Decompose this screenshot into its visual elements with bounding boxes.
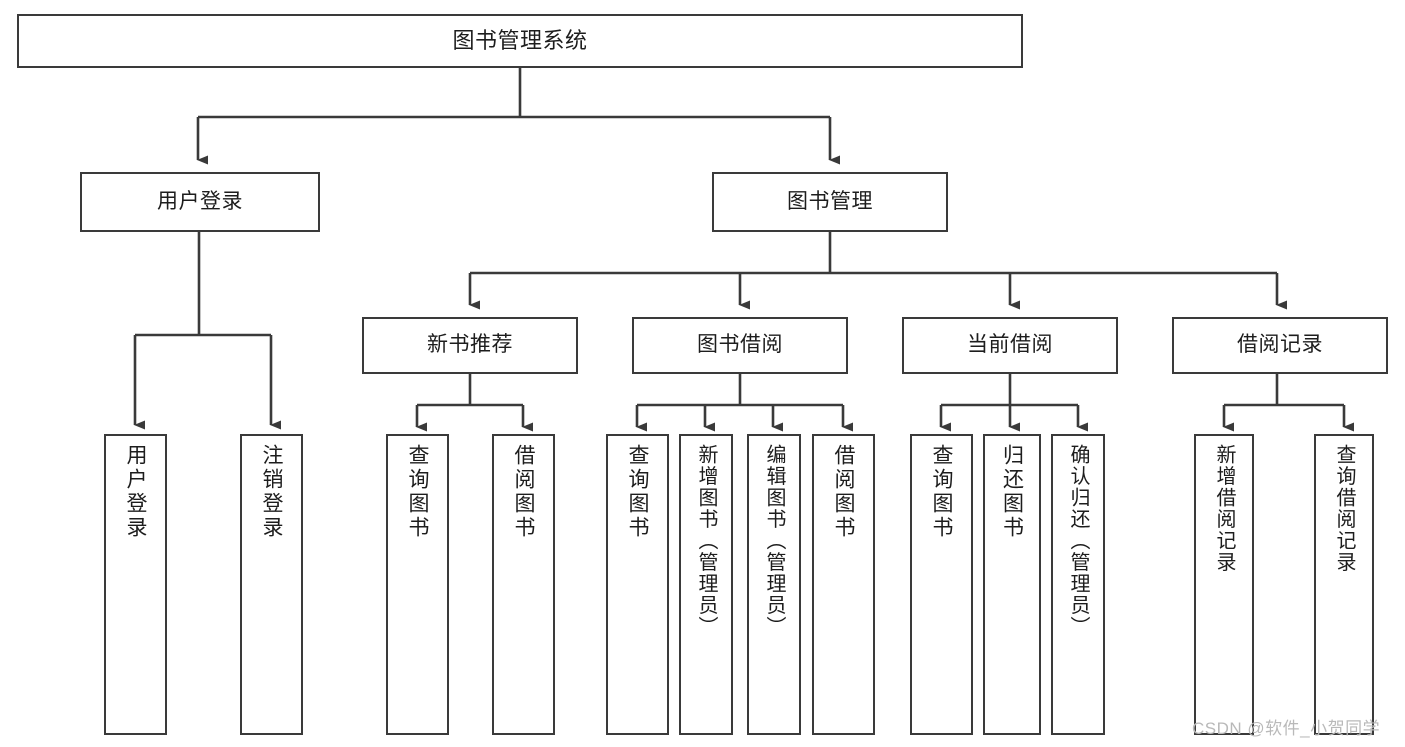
leaf-logout[interactable]: 注销登录 (240, 434, 303, 735)
node-book-management[interactable]: 图书管理 (712, 172, 948, 232)
node-new-book-recommendation[interactable]: 新书推荐 (362, 317, 578, 374)
node-label: 确认归还（管理员） (1067, 444, 1089, 638)
leaf-confirm-return-admin[interactable]: 确认归还（管理员） (1051, 434, 1105, 735)
node-label: 注销登录 (260, 444, 283, 540)
node-label: 图书管理系统 (452, 28, 588, 54)
node-label: 借阅图书 (512, 444, 535, 540)
node-book-borrowing[interactable]: 图书借阅 (632, 317, 848, 374)
leaf-add-borrow-record[interactable]: 新增借阅记录 (1194, 434, 1254, 735)
leaf-query-borrow-record[interactable]: 查询借阅记录 (1314, 434, 1374, 735)
node-label: 编辑图书（管理员） (763, 444, 785, 638)
node-label: 当前借阅 (967, 333, 1053, 357)
node-label: 归还图书 (1000, 444, 1024, 540)
leaf-return-books[interactable]: 归还图书 (983, 434, 1041, 735)
node-user-login[interactable]: 用户登录 (80, 172, 320, 232)
node-label: 查询图书 (406, 444, 429, 540)
node-label: 查询借阅记录 (1333, 444, 1355, 573)
node-label: 新书推荐 (427, 333, 513, 357)
node-label: 用户登录 (124, 444, 147, 540)
node-label: 借阅图书 (832, 444, 855, 540)
leaf-query-books-current[interactable]: 查询图书 (910, 434, 973, 735)
leaf-user-login[interactable]: 用户登录 (104, 434, 167, 735)
leaf-edit-book-admin[interactable]: 编辑图书（管理员） (747, 434, 801, 735)
watermark-text: CSDN @软件_小贺同学 (1192, 719, 1381, 738)
node-borrow-records[interactable]: 借阅记录 (1172, 317, 1388, 374)
node-label: 图书管理 (787, 189, 873, 213)
leaf-query-books-new[interactable]: 查询图书 (386, 434, 449, 735)
node-label: 图书借阅 (697, 333, 783, 357)
leaf-borrow-books[interactable]: 借阅图书 (812, 434, 875, 735)
node-label: 新增借阅记录 (1213, 444, 1235, 573)
node-root-book-management-system[interactable]: 图书管理系统 (17, 14, 1023, 68)
leaf-add-book-admin[interactable]: 新增图书（管理员） (679, 434, 733, 735)
leaf-borrow-books-new[interactable]: 借阅图书 (492, 434, 555, 735)
node-label: 查询图书 (930, 444, 953, 540)
node-label: 新增图书（管理员） (695, 444, 717, 638)
node-label: 用户登录 (157, 189, 243, 213)
node-label: 借阅记录 (1237, 333, 1323, 357)
leaf-query-books-borrow[interactable]: 查询图书 (606, 434, 669, 735)
node-current-borrowing[interactable]: 当前借阅 (902, 317, 1118, 374)
node-label: 查询图书 (626, 444, 649, 540)
